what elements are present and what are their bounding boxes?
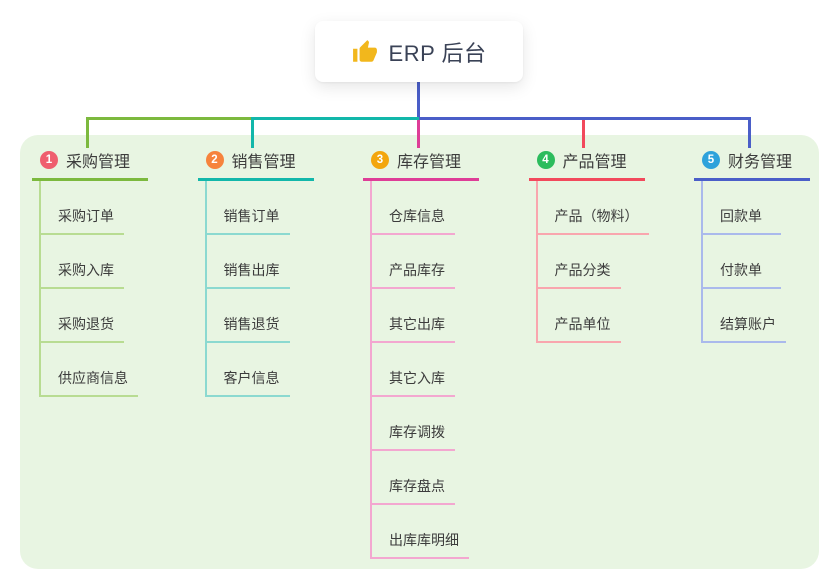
leaf-list: 采购订单采购入库采购退货供应商信息: [39, 181, 148, 397]
leaf-node[interactable]: 客户信息: [206, 343, 290, 397]
branch-node[interactable]: 2 销售管理: [197, 148, 314, 181]
connector-line: [582, 120, 585, 148]
leaf-node[interactable]: 采购订单: [41, 181, 124, 235]
branch-node[interactable]: 3 库存管理: [363, 148, 479, 181]
leaf-node[interactable]: 结算账户: [703, 289, 786, 343]
connector-line: [416, 120, 420, 148]
leaf-node[interactable]: 产品库存: [372, 235, 455, 289]
leaf-node[interactable]: 销售订单: [206, 181, 290, 235]
leaf-node[interactable]: 销售出库: [206, 235, 290, 289]
leaf-list: 仓库信息产品库存其它出库其它入库库存调拨库存盘点出库库明细: [370, 181, 479, 559]
leaf-list: 销售订单销售出库销售退货客户信息: [204, 181, 314, 397]
leaf-node[interactable]: 付款单: [703, 235, 781, 289]
branch-label: 财务管理: [728, 154, 793, 171]
leaf-node[interactable]: 产品单位: [537, 289, 621, 343]
leaf-node[interactable]: 采购退货: [41, 289, 124, 343]
connector-line: [747, 117, 751, 148]
leaf-node[interactable]: 产品（物料）: [537, 181, 649, 235]
connector-line: [251, 117, 254, 148]
root-title: ERP 后台: [388, 40, 487, 66]
branch-1: 1 采购管理采购订单采购入库采购退货供应商信息: [32, 148, 148, 397]
leaf-node[interactable]: 采购入库: [41, 235, 124, 289]
thumbs-up-icon: [352, 39, 377, 62]
connector-line: [418, 117, 751, 120]
branch-label: 库存管理: [397, 154, 462, 171]
branch-3: 3 库存管理仓库信息产品库存其它出库其它入库库存调拨库存盘点出库库明细: [363, 148, 479, 559]
leaf-node[interactable]: 库存盘点: [372, 451, 455, 505]
leaf-list: 产品（物料）产品分类产品单位: [535, 181, 649, 343]
connector-line: [85, 117, 251, 120]
branch-node[interactable]: 4 产品管理: [528, 148, 645, 181]
branch-label: 产品管理: [562, 154, 627, 171]
leaf-list: 回款单付款单结算账户: [701, 181, 810, 343]
leaf-node[interactable]: 仓库信息: [372, 181, 455, 235]
leaf-node[interactable]: 供应商信息: [41, 343, 138, 397]
leaf-node[interactable]: 其它出库: [372, 289, 455, 343]
leaf-node[interactable]: 回款单: [703, 181, 781, 235]
branch-5: 5 财务管理回款单付款单结算账户: [694, 148, 810, 343]
branch-number-badge: 4: [536, 151, 555, 169]
branch-number-badge: 1: [40, 151, 58, 169]
branch-4: 4 产品管理产品（物料）产品分类产品单位: [528, 148, 649, 343]
branch-number-badge: 3: [371, 151, 389, 169]
connector-line: [251, 117, 419, 120]
connector-line: [85, 117, 89, 148]
branch-number-badge: 2: [205, 151, 224, 169]
branch-label: 采购管理: [66, 154, 131, 171]
leaf-node[interactable]: 出库库明细: [372, 505, 469, 559]
leaf-node[interactable]: 产品分类: [537, 235, 621, 289]
root-node[interactable]: ERP 后台: [315, 21, 523, 82]
branch-number-badge: 5: [702, 151, 720, 169]
connector-line: [417, 82, 420, 120]
leaf-node[interactable]: 销售退货: [206, 289, 290, 343]
branch-panel: [20, 135, 819, 569]
branch-label: 销售管理: [231, 154, 296, 171]
leaf-node[interactable]: 其它入库: [372, 343, 455, 397]
branch-node[interactable]: 5 财务管理: [694, 148, 810, 181]
leaf-node[interactable]: 库存调拨: [372, 397, 455, 451]
branch-2: 2 销售管理销售订单销售出库销售退货客户信息: [197, 148, 314, 397]
branch-node[interactable]: 1 采购管理: [32, 148, 148, 181]
